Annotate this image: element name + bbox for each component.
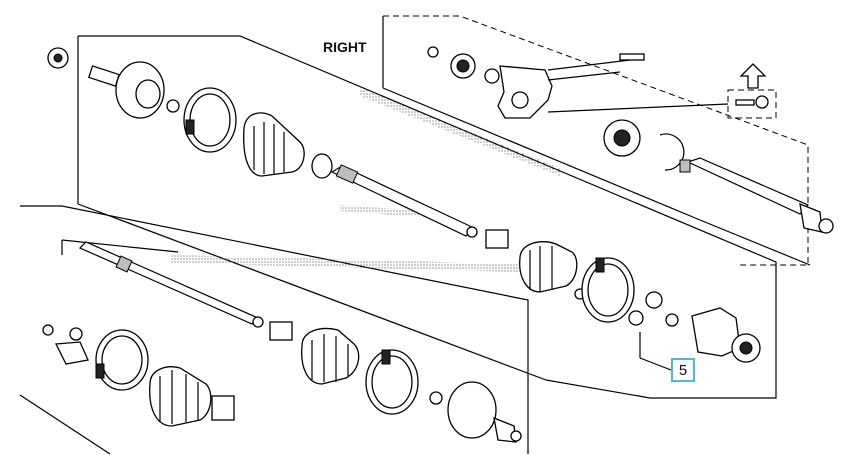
inboard-boot-band [581,257,635,323]
callout-leader-line-2 [639,357,672,371]
tripod-joint [628,291,761,363]
left-outboard-cv-joint [429,381,522,443]
left-driveshaft [78,241,293,341]
up-arrow-icon [739,63,767,89]
left-tripod-parts [42,324,89,365]
right-driveshaft [603,119,834,234]
outboard-cv-joint [47,47,180,119]
bolt-detail-box [727,89,777,119]
left-inboard-boot [149,366,235,427]
outboard-boot-band [183,87,237,153]
bearing-support-group [427,46,729,119]
inboard-boot [519,241,586,300]
left-outboard-boot [301,327,360,385]
left-inboard-band [95,329,149,391]
main-driveshaft [330,164,509,249]
frame-lines [19,15,811,455]
outboard-boot [243,112,333,179]
left-outboard-band [365,349,419,415]
side-label: RIGHT [323,39,367,55]
part-callout-5[interactable]: 5 [671,358,695,382]
